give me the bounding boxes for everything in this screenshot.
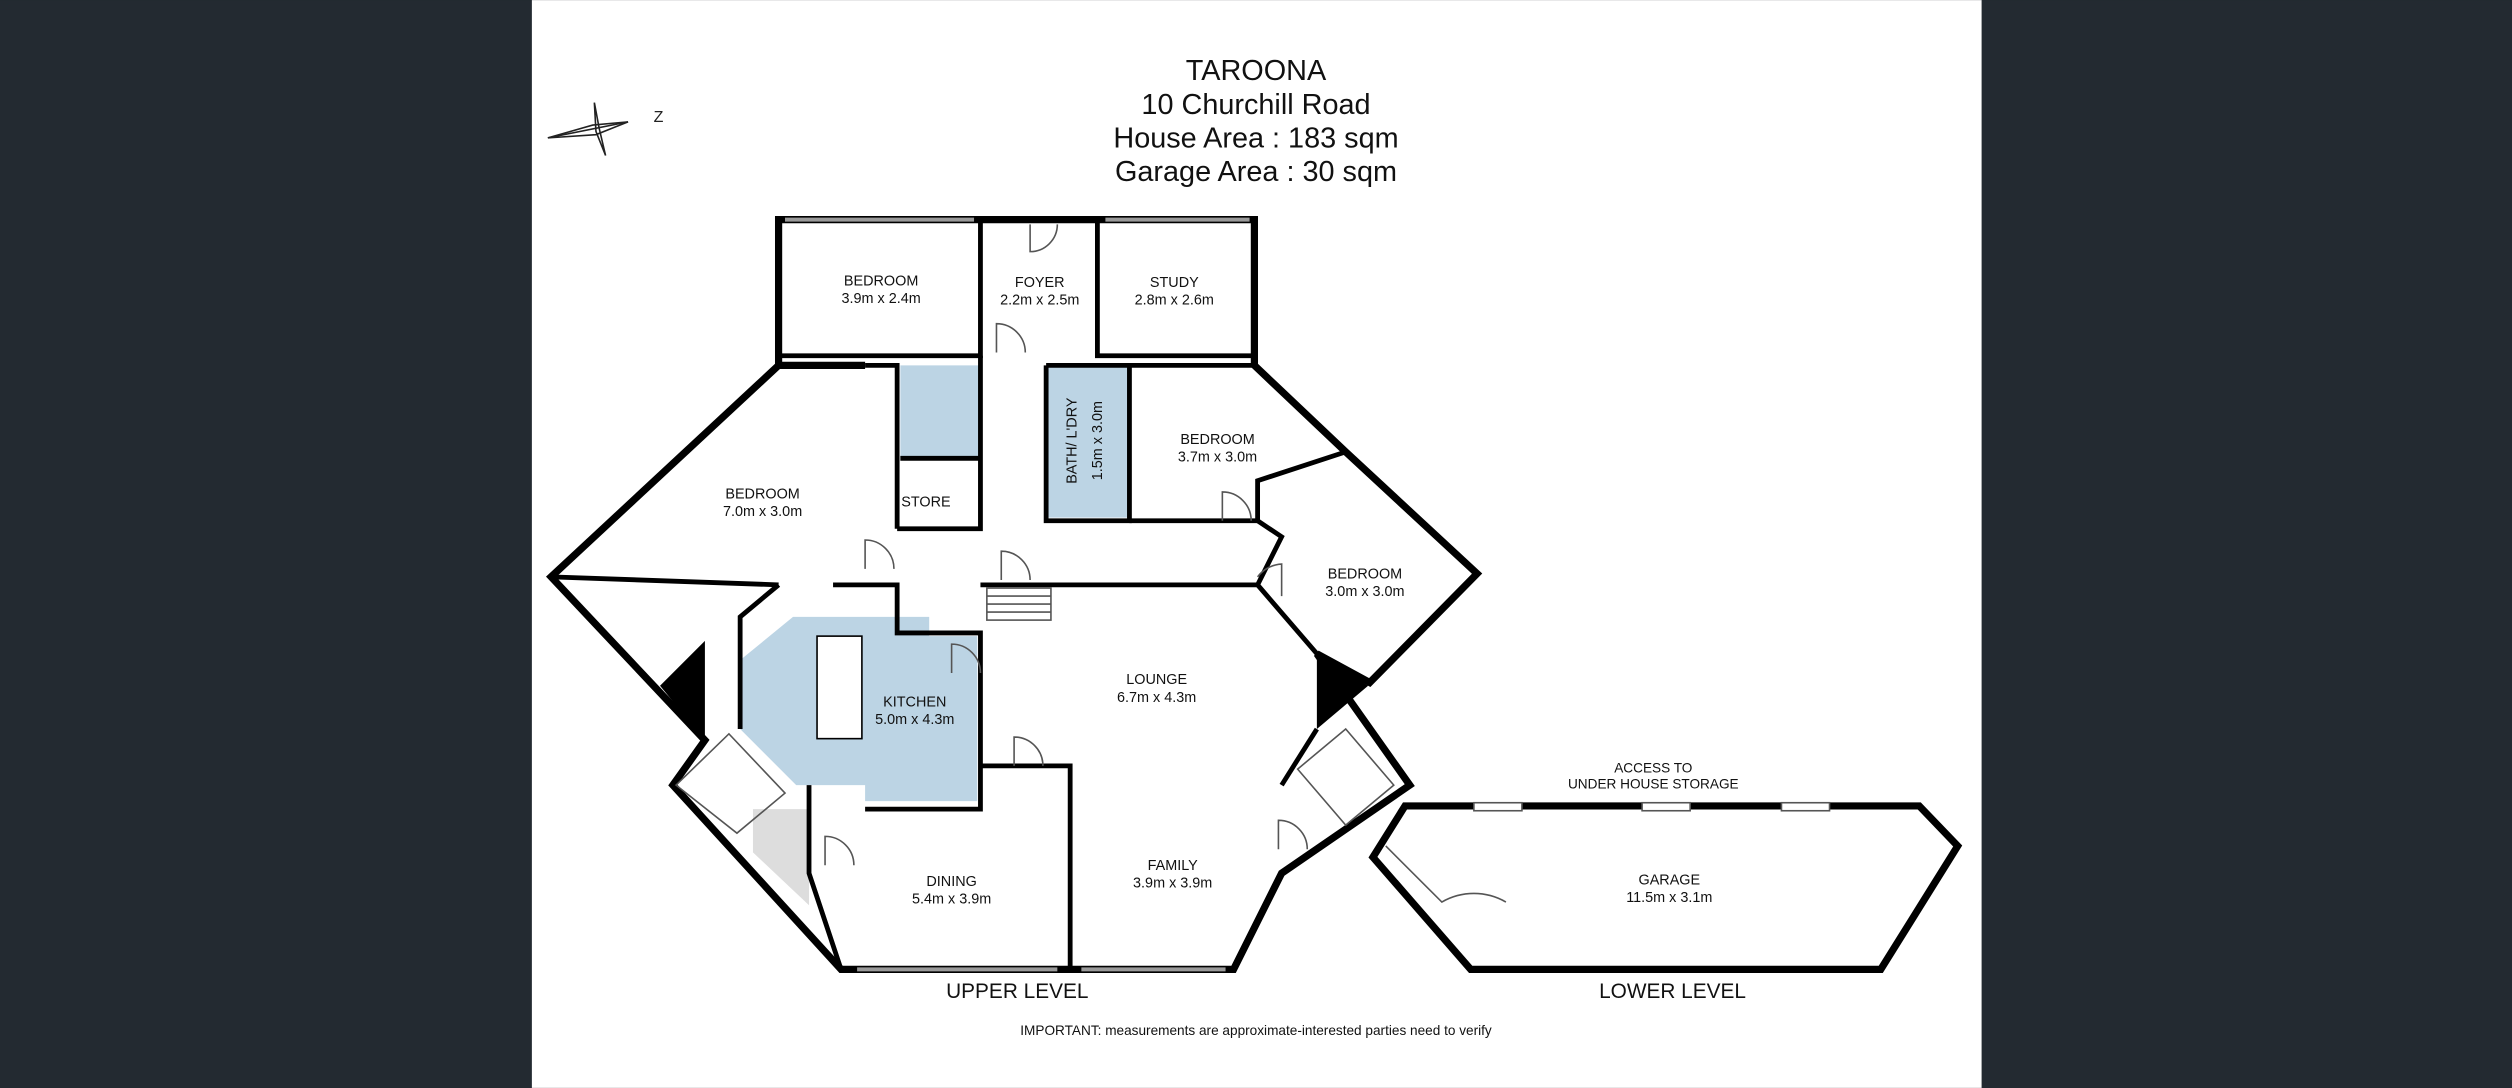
- svg-text:KITCHEN: KITCHEN: [883, 695, 946, 711]
- landing: [752, 809, 810, 906]
- svg-text:3.7m x 3.0m: 3.7m x 3.0m: [1178, 449, 1257, 465]
- title-address: 10 Churchill Road: [1141, 89, 1370, 121]
- room-bedroom-4: BEDROOM 3.0m x 3.0m: [1325, 566, 1404, 600]
- svg-text:LOUNGE: LOUNGE: [1126, 672, 1187, 688]
- access-note-line2: UNDER HOUSE STORAGE: [1568, 776, 1739, 791]
- right-margin: [1981, 0, 2512, 1088]
- svg-text:7.0m x 3.0m: 7.0m x 3.0m: [723, 504, 802, 520]
- svg-text:2.8m x 2.6m: 2.8m x 2.6m: [1135, 292, 1214, 308]
- left-margin: [0, 0, 532, 1088]
- room-lounge: LOUNGE 6.7m x 4.3m: [1117, 672, 1196, 706]
- upper-level-outline: [545, 215, 1483, 973]
- plan-sheet: [531, 0, 1982, 1088]
- room-store: STORE: [901, 494, 950, 510]
- svg-text:DINING: DINING: [926, 874, 976, 890]
- stairs: [674, 587, 1395, 835]
- access-note-line1: ACCESS TO: [1614, 760, 1692, 775]
- svg-text:3.0m x 3.0m: 3.0m x 3.0m: [1325, 584, 1404, 600]
- compass-icon: [547, 102, 629, 156]
- room-garage: GARAGE 11.5m x 3.1m: [1626, 872, 1712, 906]
- svg-text:BEDROOM: BEDROOM: [1180, 432, 1254, 448]
- room-dining: DINING 5.4m x 3.9m: [912, 874, 991, 908]
- room-bedroom-1: BEDROOM 3.9m x 2.4m: [841, 273, 920, 307]
- svg-text:BEDROOM: BEDROOM: [725, 486, 799, 502]
- black-chimney-left: [660, 640, 705, 741]
- room-bath-laundry: BATH/ L'DRY: [1065, 397, 1081, 484]
- windows: [785, 217, 1250, 972]
- svg-text:11.5m x 3.1m: 11.5m x 3.1m: [1626, 890, 1712, 906]
- svg-text:BEDROOM: BEDROOM: [1328, 566, 1402, 582]
- garage-area: Garage Area : 30 sqm: [1115, 156, 1397, 188]
- house-area: House Area : 183 sqm: [1113, 122, 1398, 154]
- room-bath-laundry-dims: 1.5m x 3.0m: [1090, 401, 1106, 480]
- upper-level-label: UPPER LEVEL: [946, 980, 1088, 1003]
- svg-text:FOYER: FOYER: [1015, 275, 1065, 291]
- svg-text:3.9m x 2.4m: 3.9m x 2.4m: [841, 291, 920, 307]
- svg-text:5.4m x 3.9m: 5.4m x 3.9m: [912, 892, 991, 908]
- svg-text:GARAGE: GARAGE: [1638, 872, 1700, 888]
- bath-floor: [1046, 365, 1130, 518]
- interior-walls: [551, 219, 1347, 971]
- garage-outline: [1368, 802, 1963, 973]
- room-bedroom-2: BEDROOM 7.0m x 3.0m: [723, 486, 802, 520]
- svg-text:STUDY: STUDY: [1150, 275, 1199, 291]
- svg-text:2.2m x 2.5m: 2.2m x 2.5m: [1000, 292, 1079, 308]
- room-family: FAMILY 3.9m x 3.9m: [1133, 858, 1212, 892]
- svg-text:6.7m x 4.3m: 6.7m x 4.3m: [1117, 690, 1196, 706]
- lower-level-label: LOWER LEVEL: [1599, 980, 1746, 1003]
- wc-floor: [900, 365, 981, 459]
- svg-text:FAMILY: FAMILY: [1148, 858, 1199, 874]
- svg-text:5.0m x 4.3m: 5.0m x 4.3m: [875, 712, 954, 728]
- svg-text:BEDROOM: BEDROOM: [844, 273, 918, 289]
- garage-door-swing: [1385, 845, 1507, 904]
- disclaimer: IMPORTANT: measurements are approximate-…: [1020, 1023, 1492, 1038]
- door-swings: [824, 224, 1309, 866]
- title-suburb: TAROONA: [1186, 55, 1327, 87]
- compass-north-label: Z: [654, 108, 664, 126]
- svg-text:3.9m x 3.9m: 3.9m x 3.9m: [1133, 876, 1212, 892]
- garage-windows: [1473, 801, 1831, 812]
